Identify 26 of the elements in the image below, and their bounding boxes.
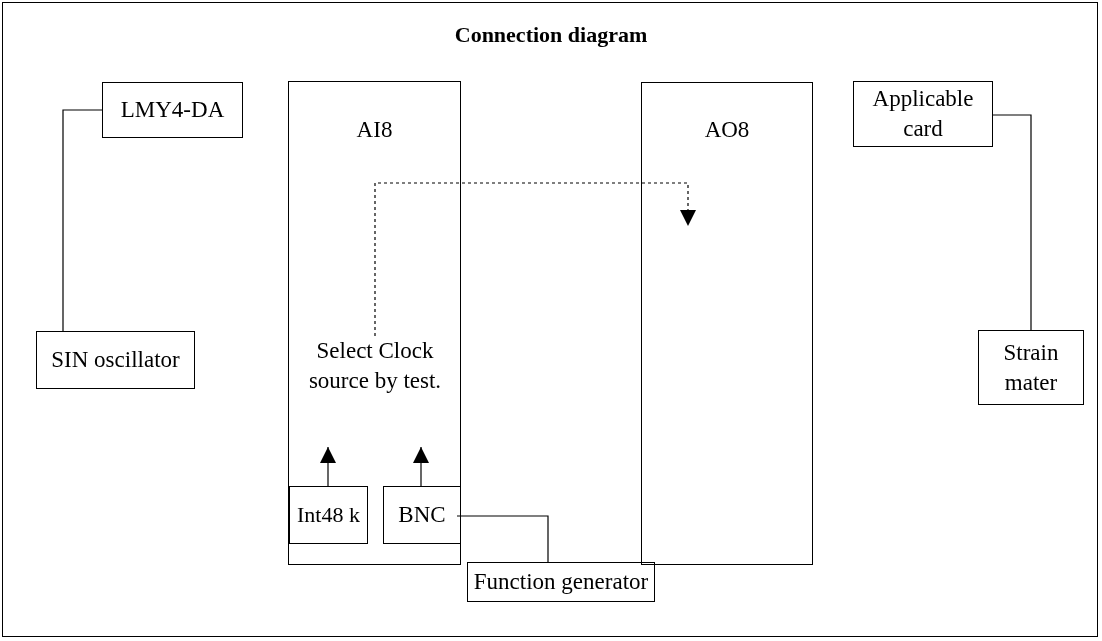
node-label: AO8 [703,116,751,144]
connector-line [992,114,1032,331]
connector-line [62,109,103,332]
node-label: Strain mater [1002,338,1060,397]
component-box [853,81,993,147]
node-label: Int48 k [296,501,361,529]
arrow [413,446,429,487]
node-label: Function generator [472,568,650,596]
component-box [288,81,461,565]
arrow [320,446,336,487]
node-label: AI8 [355,116,394,144]
component-box [36,331,195,389]
component-box [467,562,655,602]
component-box [383,486,461,544]
node-label: Select Clock source by test. [307,337,443,395]
component-box [978,330,1084,405]
node-label: SIN oscillator [50,346,181,374]
component-box [289,486,368,544]
component-box [641,82,813,565]
node-label: LMY4-DA [119,96,226,124]
connector-line [456,515,549,563]
arrow [374,182,696,337]
node-label: BNC [397,501,447,529]
node-label: Applicable card [871,85,975,143]
diagram-title: Connection diagram [454,22,648,48]
component-box [102,82,243,138]
